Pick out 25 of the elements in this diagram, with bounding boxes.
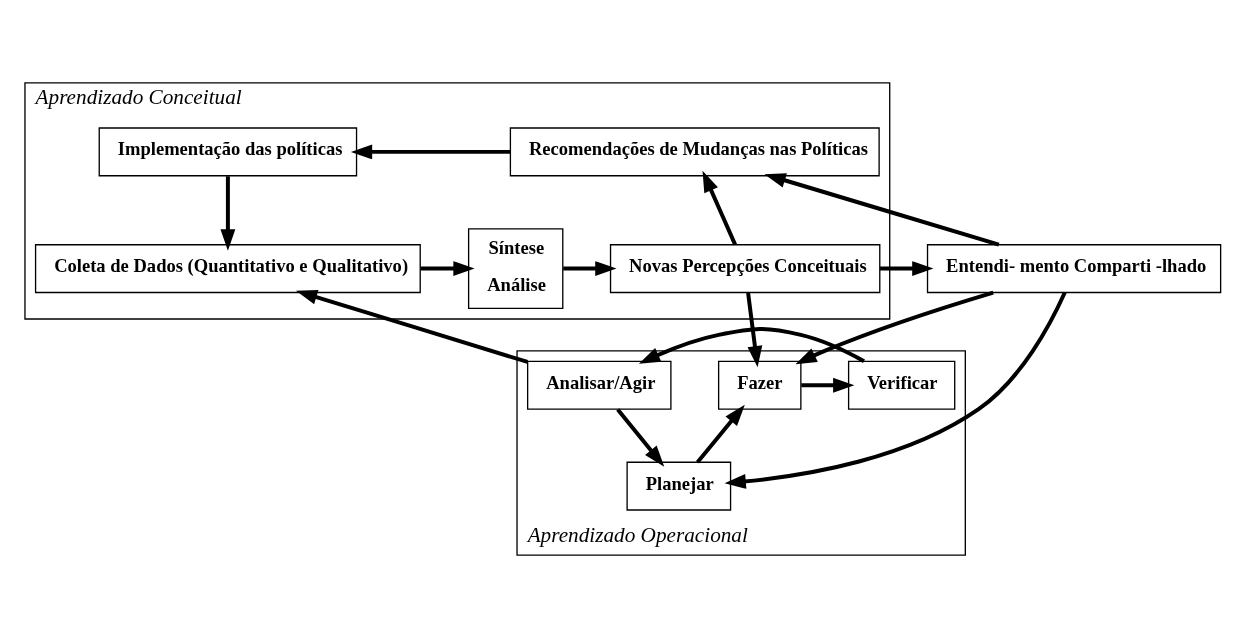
arrow — [350, 143, 510, 159]
node-box: Planejar — [626, 461, 732, 511]
arrow — [295, 289, 529, 364]
arrow — [616, 407, 665, 467]
node-box: Recomendações de Mudanças nas Políticas — [509, 126, 880, 176]
node-box: Entendi- mento Comparti -lhado — [926, 243, 1222, 293]
arrow — [880, 260, 934, 276]
arrow — [695, 404, 745, 463]
arrow — [563, 260, 617, 276]
node-box: Analisar/Agir — [526, 360, 672, 410]
arrow — [702, 170, 737, 245]
arrow — [420, 260, 475, 276]
node-box: Verificar — [847, 360, 956, 410]
arrow — [724, 291, 1067, 489]
node-box: Fazer — [717, 360, 802, 410]
node-box: Coleta de Dados (Quantitativo e Qualitativo) — [34, 243, 421, 293]
node-box: Síntese Análise — [467, 227, 564, 309]
arrow — [746, 292, 763, 367]
arrow — [638, 326, 865, 364]
node-box: Implementação das políticas — [98, 126, 358, 176]
node-box: Novas Percepções Conceituais — [609, 243, 881, 293]
arrow — [801, 377, 855, 393]
arrow — [795, 290, 994, 364]
arrow — [220, 175, 236, 251]
arrow — [764, 172, 1000, 247]
